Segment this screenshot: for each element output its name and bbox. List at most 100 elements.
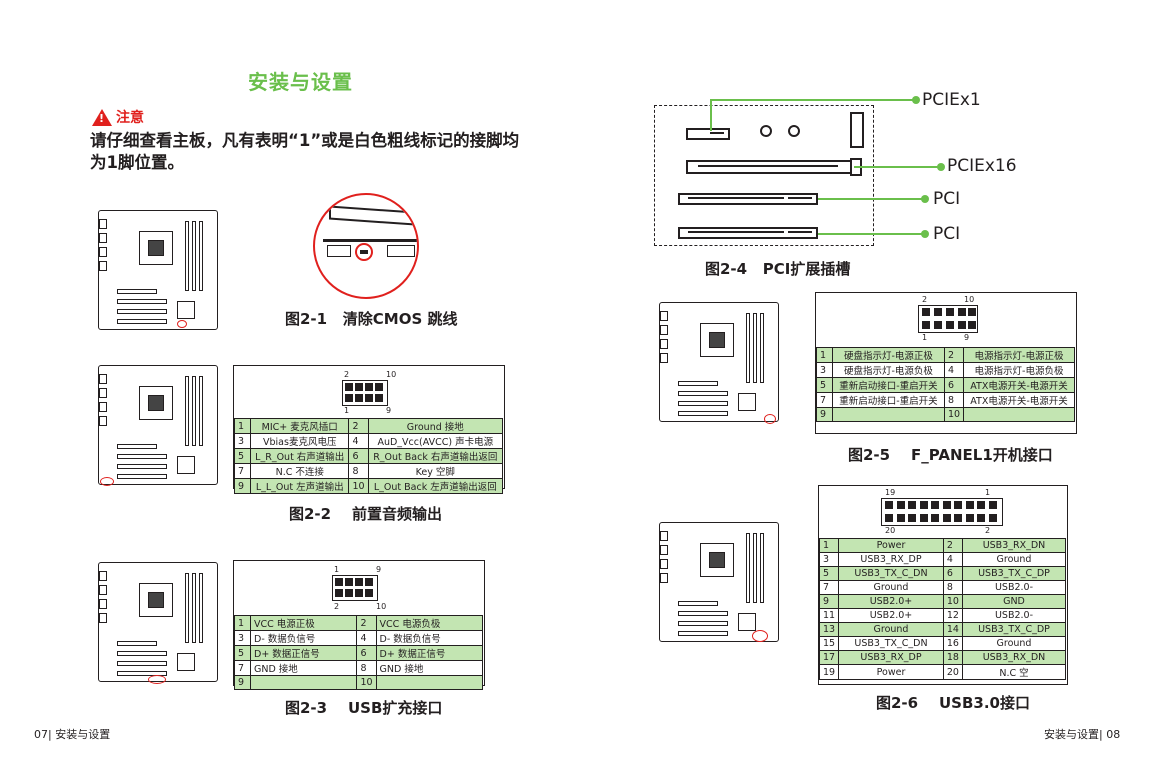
pin-number: 5 (818, 566, 840, 581)
pin-number: 1 (818, 538, 840, 553)
pin-label: 10 (386, 370, 397, 379)
pin-number: 9 (234, 675, 251, 690)
pin-label: 9 (376, 565, 382, 574)
header-pin (885, 514, 893, 522)
pin-label: 1 (985, 488, 991, 497)
pin-label: 10 (964, 295, 975, 304)
pin-number: 6 (356, 645, 377, 661)
pin-number: 19 (818, 664, 840, 680)
header-pin (965, 514, 974, 522)
pin-label: 1 (334, 565, 340, 574)
pin-description: 重新启动接口-重启开关 (832, 392, 945, 408)
header-pin (965, 501, 974, 509)
pin-label: 2 (922, 295, 928, 304)
pci-slots-diagram (654, 105, 874, 246)
left-footer: 07| 安装与设置 (34, 728, 111, 741)
pin-description: L_L_Out 左声道输出 (249, 478, 350, 494)
pin-number: 6 (348, 448, 369, 464)
pin-number: 6 (942, 566, 963, 581)
header-pin (896, 514, 905, 522)
pin-description: USB3_TX_C_DP (961, 622, 1067, 637)
pciex16-slot (686, 160, 852, 174)
fig3-caption: 图2-3 USB扩充接口 (285, 699, 443, 717)
pin-number: 20 (942, 664, 963, 680)
pin-number: 8 (942, 580, 963, 595)
pin-description: USB3_RX_DN (961, 650, 1067, 665)
pin-description: Ground (838, 622, 944, 637)
motherboard-diagram-audio (98, 365, 218, 485)
panel-location-marker (764, 414, 776, 424)
motherboard-diagram-usb2 (98, 562, 218, 682)
usb2-header-diagram: 1 9 2 10 (332, 565, 388, 611)
header-pin (896, 501, 905, 509)
usb2-location-marker (148, 675, 166, 684)
fig5-caption: 图2-5 F_PANEL1开机接口 (848, 446, 1053, 464)
warning-icon: ! (92, 108, 112, 126)
pin-label: 2 (344, 370, 350, 379)
pin-number: 7 (234, 660, 251, 676)
pin-description: USB3_RX_DP (838, 650, 944, 665)
pin-number: 4 (356, 630, 377, 646)
pin-description: ATX电源开关-电源开关 (963, 377, 1075, 393)
pin-number: 3 (234, 630, 251, 646)
cmos-jumper-zoom (313, 193, 419, 299)
header-pin (942, 514, 951, 522)
warning-label: 注意 (116, 110, 144, 126)
pin-number: 8 (348, 463, 369, 479)
pin-description: GND 接地 (249, 660, 358, 676)
callout-line (710, 99, 712, 131)
header-pin (931, 501, 939, 509)
pin-number: 17 (818, 650, 840, 665)
header-pin (942, 501, 951, 509)
pin-number: 9 (234, 478, 251, 494)
callout-line (710, 99, 916, 101)
pin-number: 2 (943, 347, 965, 363)
pin-number: 5 (816, 377, 833, 393)
pin-number: 16 (942, 636, 963, 651)
pin-number: 6 (943, 377, 965, 393)
header-pin (988, 501, 997, 509)
header-pin (919, 501, 928, 509)
audio-header-diagram: 2 10 1 9 (342, 370, 398, 415)
motherboard-diagram-panel (659, 302, 779, 422)
pin-description: N.C 空 (961, 664, 1067, 680)
motherboard-diagram-cmos (98, 210, 218, 330)
cmos-location-marker (177, 320, 187, 328)
pin-description: AuD_Vcc(AVCC) 声卡电源 (367, 433, 504, 449)
panel-header-diagram: 2 10 1 9 (918, 295, 978, 343)
pin-description (249, 675, 358, 690)
pin-label: 2 (985, 526, 991, 535)
pin-description: 硬盘指示灯-电源正极 (832, 347, 945, 363)
pci-slot-2 (678, 227, 818, 239)
callout-dot (912, 96, 920, 104)
pin-number: 3 (816, 362, 833, 378)
pin-description: USB3_RX_DP (838, 552, 944, 567)
pin-description: 硬盘指示灯-电源负极 (832, 362, 945, 378)
pin-description: VCC 电源正极 (249, 615, 358, 631)
header-pin (977, 501, 985, 509)
pin-description: VCC 电源负极 (375, 615, 484, 631)
pin-description: USB2.0+ (838, 608, 944, 623)
section-title: 安装与设置 (248, 70, 353, 94)
pin-description: Power (838, 664, 944, 680)
label-pciex1: PCIEx1 (922, 90, 981, 110)
pin-number: 3 (818, 552, 840, 567)
pin-description: L_Out Back 左声道输出返回 (367, 478, 504, 494)
pin-label: 1 (922, 333, 928, 342)
